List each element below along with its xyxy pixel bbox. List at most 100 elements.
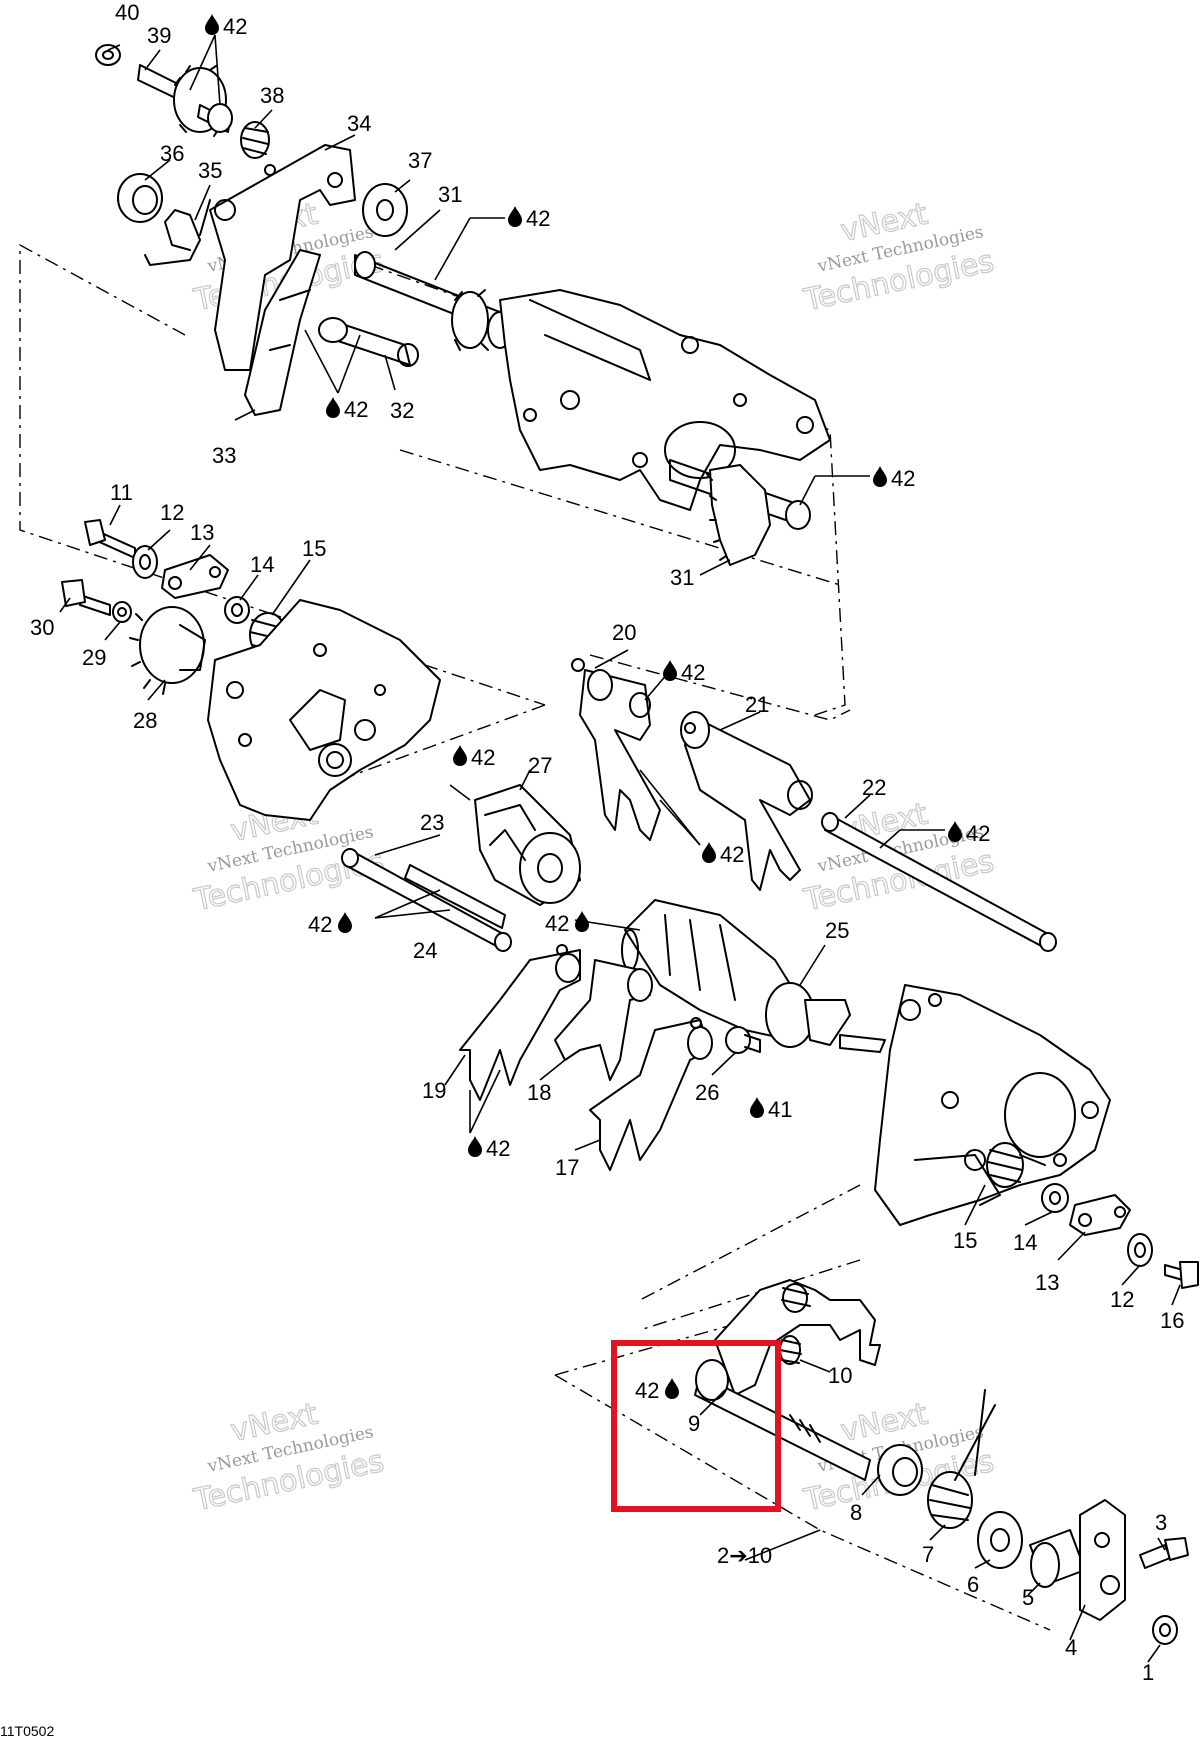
right-housing-assembly xyxy=(874,984,1199,1289)
lube-callout: 42 xyxy=(635,1378,679,1403)
watermark: vNext vNext Technologies Technologies xyxy=(800,196,998,319)
label-13: 13 xyxy=(190,520,214,545)
label-31-lower: 31 xyxy=(670,565,694,590)
shift-shaft-assembly xyxy=(694,1279,1189,1645)
lube-ref: 42 xyxy=(471,745,495,770)
drop-icon xyxy=(750,1097,764,1118)
housing-upper xyxy=(499,289,831,511)
drop-icon xyxy=(663,660,677,681)
housing-lower xyxy=(874,984,1111,1226)
label-15: 15 xyxy=(302,536,326,561)
pin-32 xyxy=(318,317,419,367)
label-10: 10 xyxy=(828,1363,852,1388)
lube-ref: 42 xyxy=(891,466,915,491)
lube-callout: 42 xyxy=(468,1136,510,1161)
label-5: 5 xyxy=(1022,1585,1034,1610)
drop-icon xyxy=(468,1136,482,1157)
washer-40 xyxy=(95,44,121,66)
washer-6 xyxy=(977,1511,1023,1569)
shift-drum-25 xyxy=(621,899,886,1053)
shift-fork-17 xyxy=(589,1017,713,1171)
seal-8 xyxy=(877,1444,923,1496)
lube-callout: 42 xyxy=(545,911,589,936)
shift-lever-4 xyxy=(1079,1499,1126,1621)
bolt-30 xyxy=(61,579,111,616)
shift-cam-27 xyxy=(474,784,581,906)
washer-12 xyxy=(132,545,158,579)
label-23: 23 xyxy=(420,810,444,835)
bolt-16 xyxy=(1164,1261,1199,1289)
label-31: 31 xyxy=(438,182,462,207)
label-26: 26 xyxy=(695,1080,719,1105)
fork-shaft-22 xyxy=(821,812,1057,952)
shift-fork-20 xyxy=(571,658,661,841)
lube-callout: 42 xyxy=(948,821,990,846)
drop-icon xyxy=(453,745,467,766)
drawing-code: 11T0502 xyxy=(0,1723,54,1739)
lube-callout: 42 xyxy=(663,660,705,685)
label-1: 1 xyxy=(1142,1660,1154,1685)
label-8: 8 xyxy=(850,1500,862,1525)
label-30: 30 xyxy=(30,615,54,640)
label-24: 24 xyxy=(413,938,437,963)
drop-icon xyxy=(338,912,352,933)
threadlock-ref: 41 xyxy=(768,1097,792,1122)
shift-shaft-9 xyxy=(694,1359,871,1481)
label-19: 19 xyxy=(422,1078,446,1103)
fork-shaft-23 xyxy=(341,848,512,952)
lube-ref: 42 xyxy=(720,842,744,867)
lube-ref: 42 xyxy=(681,660,705,685)
lube-callout: 42 xyxy=(205,14,247,39)
bolt-3 xyxy=(1139,1537,1189,1569)
lube-ref: 42 xyxy=(545,911,569,936)
lube-ref: 42 xyxy=(526,206,550,231)
label-29: 29 xyxy=(82,645,106,670)
lever-13-right xyxy=(1069,1194,1131,1236)
washer-37 xyxy=(362,183,408,237)
lever-13 xyxy=(161,554,229,599)
spring-35 xyxy=(144,199,211,266)
drop-icon xyxy=(665,1378,679,1399)
lube-callout: 42 xyxy=(326,397,368,422)
lube-callout: 42 xyxy=(702,842,744,867)
washer-12-right xyxy=(1127,1233,1153,1267)
lube-callout: 42 xyxy=(508,206,550,231)
label-22: 22 xyxy=(862,775,886,800)
highlight-box xyxy=(611,1340,781,1512)
label-32: 32 xyxy=(390,398,414,423)
label-4: 4 xyxy=(1065,1635,1077,1660)
label-11: 11 xyxy=(110,480,133,505)
label-37: 37 xyxy=(408,148,432,173)
lubricant-callouts: 42 42 42 42 42 42 42 42 xyxy=(205,14,990,1403)
shift-arm-34 xyxy=(209,144,356,371)
spring-7 xyxy=(927,1389,996,1529)
shift-fork-19 xyxy=(459,944,581,1101)
shift-shaft-31-lower xyxy=(669,459,811,566)
housing-middle xyxy=(207,599,441,821)
label-14: 14 xyxy=(250,552,274,577)
drop-icon xyxy=(575,911,589,932)
top-assembly xyxy=(95,44,831,566)
label-9: 9 xyxy=(688,1411,700,1436)
label-21: 21 xyxy=(745,692,769,717)
bolt-11 xyxy=(84,519,136,559)
shift-drum-assembly xyxy=(341,658,1057,1171)
label-35: 35 xyxy=(198,158,222,183)
bushing-5 xyxy=(1029,1529,1086,1588)
drop-icon xyxy=(702,842,716,863)
label-16: 16 xyxy=(1160,1308,1184,1333)
washer-1 xyxy=(1152,1615,1178,1645)
label-6: 6 xyxy=(967,1572,979,1597)
label-27: 27 xyxy=(528,753,552,778)
middle-left-assembly xyxy=(61,519,441,821)
drop-icon xyxy=(508,206,522,227)
label-40: 40 xyxy=(115,0,139,25)
label-7: 7 xyxy=(922,1542,934,1567)
spring-10 xyxy=(779,1335,802,1365)
washer-14-right xyxy=(1041,1183,1069,1213)
label-25: 25 xyxy=(825,918,849,943)
lube-ref: 42 xyxy=(308,912,332,937)
drop-icon xyxy=(326,397,340,418)
